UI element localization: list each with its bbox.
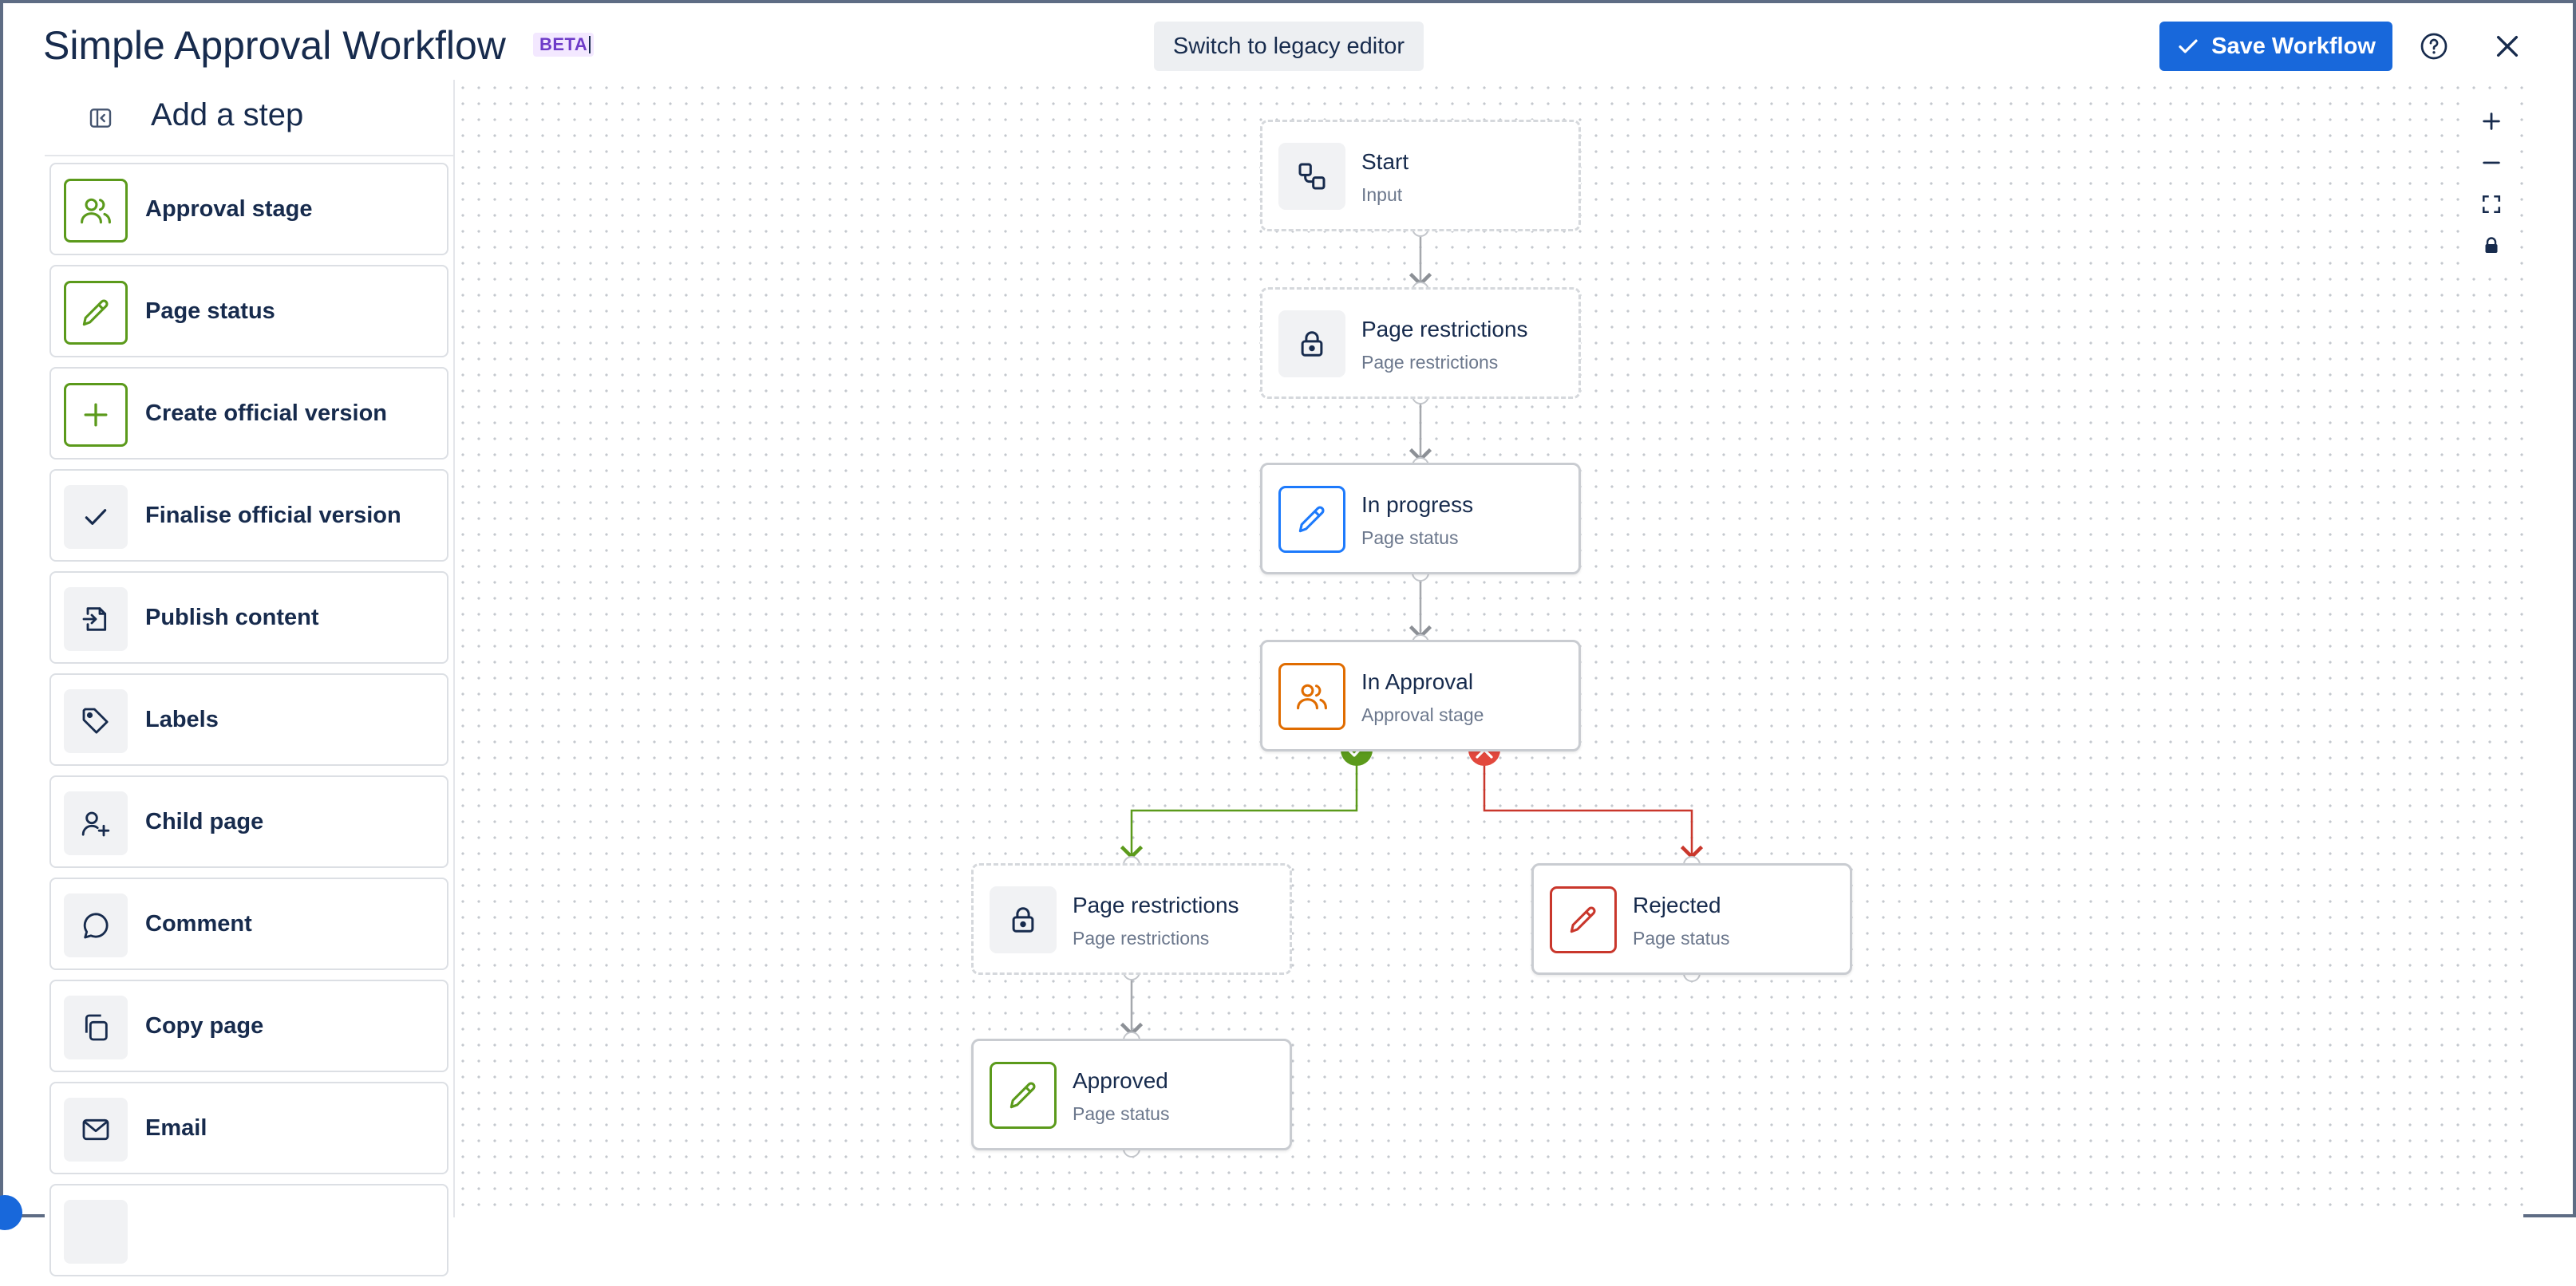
people-icon (64, 179, 128, 243)
publish-icon (64, 587, 128, 651)
step-publish-content[interactable]: Publish content (49, 571, 448, 664)
save-workflow-button[interactable]: Save Workflow (2159, 22, 2392, 71)
node-approved[interactable]: Approved Page status (971, 1039, 1292, 1150)
pencil-icon (1550, 886, 1617, 953)
node-title: In Approval (1361, 669, 1474, 694)
help-fab[interactable] (0, 1195, 22, 1230)
step-page-status[interactable]: Page status (49, 265, 448, 357)
comment-icon (64, 893, 128, 957)
node-title: In progress (1361, 492, 1474, 517)
step-create-official-version[interactable]: Create official version (49, 367, 448, 460)
pencil-icon (64, 281, 128, 345)
node-subtitle: Page status (1073, 1103, 1170, 1124)
step-label: Email (145, 1115, 207, 1141)
fit-view-icon[interactable] (2471, 183, 2512, 225)
step-label: Child page (145, 809, 264, 834)
node-subtitle: Approval stage (1361, 704, 1484, 725)
sidebar-title: Add a step (151, 97, 304, 132)
sidebar-header: Add a step (45, 80, 453, 156)
step-child-page[interactable]: Child page (49, 775, 448, 868)
workflow-canvas[interactable] (455, 80, 2523, 1217)
beta-badge: BETA (533, 33, 595, 57)
people-icon (1278, 663, 1345, 730)
step-approval-stage[interactable]: Approval stage (49, 163, 448, 255)
step-copy-page[interactable]: Copy page (49, 980, 448, 1072)
step-next-partial[interactable] (49, 1184, 448, 1276)
lock-canvas-icon[interactable] (2471, 225, 2512, 266)
person-add-icon (64, 791, 128, 855)
node-subtitle: Page restrictions (1073, 928, 1210, 949)
step-label: Copy page (145, 1013, 264, 1039)
node-subtitle: Page status (1361, 527, 1459, 548)
node-title: Page restrictions (1361, 317, 1528, 341)
window-frame-top (0, 0, 2576, 3)
zoom-in-icon[interactable] (2471, 101, 2512, 142)
lock-icon (1278, 310, 1345, 377)
switch-legacy-editor-button[interactable]: Switch to legacy editor (1154, 22, 1424, 71)
node-title: Rejected (1633, 893, 1721, 917)
pencil-icon (1278, 486, 1345, 553)
help-icon[interactable] (2418, 30, 2450, 62)
step-label: Approval stage (145, 196, 313, 222)
plus-icon (64, 383, 128, 447)
step-finalise-official-version[interactable]: Finalise official version (49, 469, 448, 562)
zoom-controls (2471, 101, 2512, 270)
window-frame-right (2573, 0, 2576, 1217)
step-label: Labels (145, 707, 219, 732)
node-in-progress[interactable]: In progress Page status (1260, 463, 1581, 574)
close-icon[interactable] (2490, 29, 2525, 64)
node-rejected[interactable]: Rejected Page status (1531, 863, 1852, 975)
step-label: Comment (145, 911, 252, 937)
step-comment[interactable]: Comment (49, 878, 448, 970)
save-workflow-label: Save Workflow (2211, 33, 2376, 59)
node-subtitle: Page status (1633, 928, 1730, 949)
partial-step-icon (64, 1200, 128, 1264)
node-in-approval[interactable]: In Approval Approval stage (1260, 640, 1581, 751)
step-email[interactable]: Email (49, 1082, 448, 1174)
step-label: Finalise official version (145, 503, 401, 528)
step-label: Create official version (145, 400, 387, 426)
node-start[interactable]: Start Input (1260, 120, 1581, 231)
node-page-restrictions[interactable]: Page restrictions Page restrictions (1260, 287, 1581, 399)
start-icon (1278, 143, 1345, 210)
node-page-restrictions-approved[interactable]: Page restrictions Page restrictions (971, 863, 1292, 975)
node-subtitle: Input (1361, 184, 1403, 205)
page-title: Simple Approval Workflow (43, 23, 506, 68)
step-palette-sidebar: Add a step Approval stage Page status Cr… (45, 80, 455, 1276)
copy-icon (64, 996, 128, 1059)
pencil-icon (990, 1062, 1057, 1129)
step-labels[interactable]: Labels (49, 673, 448, 766)
check-icon (2179, 39, 2198, 53)
zoom-out-icon[interactable] (2471, 142, 2512, 183)
collapse-sidebar-icon[interactable] (85, 102, 117, 134)
email-icon (64, 1098, 128, 1162)
tag-icon (64, 689, 128, 753)
window-frame-left (0, 0, 3, 1217)
check-icon (64, 485, 128, 549)
step-label: Page status (145, 298, 275, 324)
lock-icon (990, 886, 1057, 953)
step-list: Approval stage Page status Create offici… (49, 163, 450, 1286)
node-title: Page restrictions (1073, 893, 1239, 917)
step-label: Publish content (145, 605, 319, 630)
node-title: Start (1361, 149, 1409, 174)
node-subtitle: Page restrictions (1361, 352, 1499, 373)
node-title: Approved (1073, 1068, 1168, 1093)
